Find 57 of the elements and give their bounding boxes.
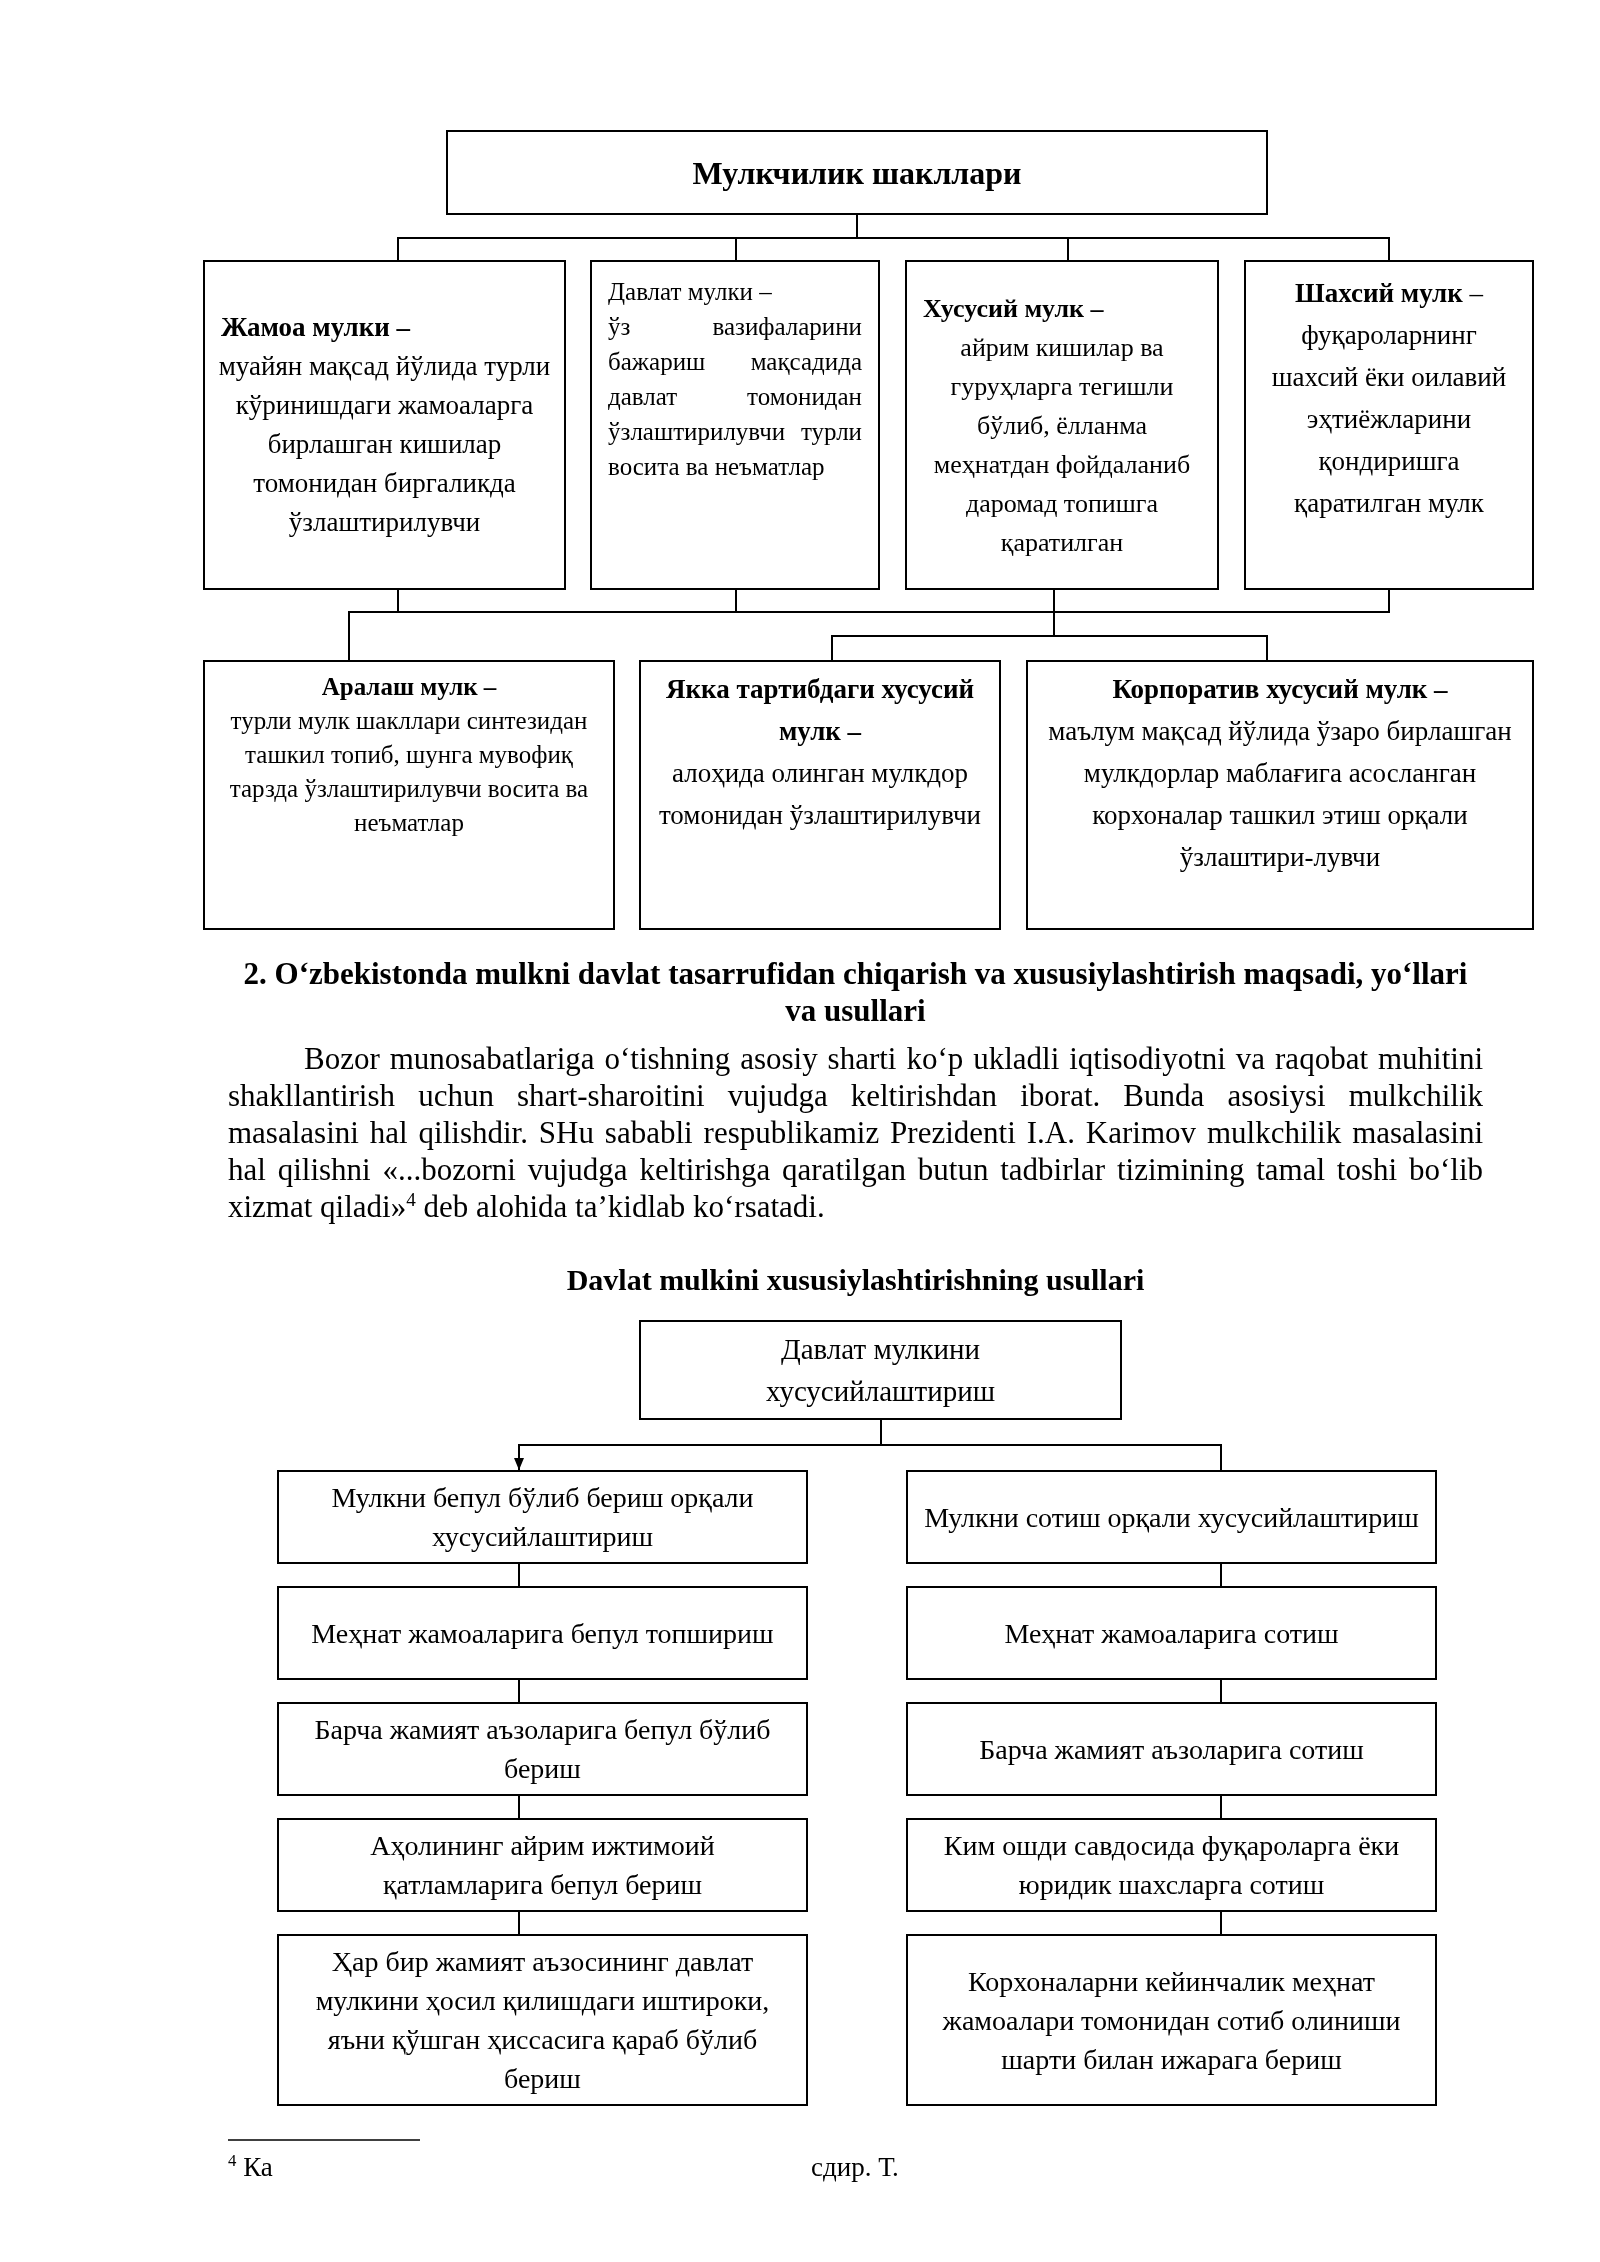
box-text: Ким ошди савдосида фуқароларга ёки юридик шахсларга сотиш [942, 1829, 1401, 1902]
definition-text: муайян мақсад йўлида турли кўринишдаги жамоаларга бирлашган кишилар томонидан биргаликда ўзлаштирилувчи [217, 350, 552, 539]
connector-line [1053, 589, 1268, 661]
section-heading: 2. O‘zbekistonda mulkni davlat tasarrufidan chiqarish va xususiylashtirish maqsadi, yo‘llari va usullari [242, 955, 1469, 1029]
definition-box [590, 260, 880, 590]
connector-line [1220, 1679, 1222, 1703]
box-text: Ҳар бир жамият аъзосининг давлат мулкини ҳосил қилишдаги иштироки, яъни қўшган ҳиссасига қараб бўлиб бериш [314, 1945, 771, 2096]
definition-box [203, 660, 615, 930]
method-box [906, 1934, 1437, 2106]
definition-box [639, 660, 1001, 930]
definition-text: алоҳида олинган мулкдор томонидан ўзлаштирилувчи [657, 757, 983, 832]
method-box [277, 1586, 808, 1680]
method-box [906, 1586, 1437, 1680]
box-text: Аҳолининг айрим ижтимоий қатламларига бепул бериш [369, 1829, 716, 1902]
method-box [277, 1934, 808, 2106]
definition-text: Шахсий мулк – фуқароларнинг шахсий ёки оилавий эҳтиёжларини қондиришга қаратилган мулк [1270, 277, 1508, 520]
box-text: Мулкни сотиш орқали хусусийлаштириш [923, 1500, 1420, 1535]
box-text: Барча жамият аъзоларига сотиш [978, 1732, 1365, 1767]
connector-line [1220, 1911, 1222, 1935]
diagram-heading: Davlat mulkini xususiylashtirishning usullari [565, 1262, 1146, 1298]
definition-box [905, 260, 1219, 590]
term-heading: Корпоратив хусусий мулк – [1111, 673, 1449, 706]
connector-line [1220, 1795, 1222, 1819]
term-heading: Хусусий мулк – [922, 292, 1105, 325]
box-text: Меҳнат жамоаларига бепул топшириш [310, 1616, 775, 1651]
definition-box [203, 260, 566, 590]
method-box [906, 1702, 1437, 1796]
box-text: Корхоналарни кейинчалик меҳнат жамоалари томонидан сотиб олиниши шарти билан ижарага бериш [941, 1964, 1402, 2077]
method-box [277, 1702, 808, 1796]
connector-line [518, 1679, 520, 1703]
definition-text: айрим кишилар ва гуруҳларга тегишли бўлиб, ёлланма меҳнатдан фойдаланиб даромад топишга қаратилган [932, 331, 1192, 559]
term-heading: Давлат мулки – [608, 277, 773, 307]
title-box [446, 130, 1268, 215]
footnote-text: сдир. Т. [811, 2151, 899, 2184]
term-heading: Жамоа мулки – [220, 311, 412, 344]
box-text: Мулкни бепул бўлиб бериш орқали хусусийлаштириш [330, 1481, 755, 1554]
term-heading: Аралаш мулк – [320, 672, 498, 702]
method-box [277, 1818, 808, 1912]
definition-text: маълум мақсад йўлида ўзаро бирлашган мулкдорлар маблағига асосланган корхоналар ташкил этиш орқали ўзлаштири-лувчи [1047, 715, 1513, 874]
title-text: Мулкчилик шакллари [691, 153, 1023, 193]
category-box [277, 1470, 808, 1564]
connector-line [518, 1563, 520, 1587]
definition-text: турли мулк шакллари синтезидан ташкил топиб, шунга мувофиқ тарзда ўзлаштирилувчи восита ва неъматлар [228, 706, 590, 838]
method-box [906, 1818, 1437, 1912]
box-text: Барча жамият аъзоларига бепул бўлиб бериш [313, 1713, 772, 1786]
definition-text: ўз вазифаларини бажариш мақсадида давлат томонидан ўзлаштирилувчи турли восита ва неъматлар [608, 312, 862, 482]
definition-box [1026, 660, 1534, 930]
connector-line [518, 1911, 520, 1935]
footnote-text: $^{4}$ Ка [228, 2150, 273, 2184]
connector-line [1220, 1563, 1222, 1587]
category-box [906, 1470, 1437, 1564]
root-box [639, 1320, 1122, 1420]
definition-box [1244, 260, 1534, 590]
body-paragraph: Bozor munosabatlariga o‘tishning asosiy sharti ko‘p ukladli iqtisodiyotni va raqobat muhitini shakllantirish uchun shart-sharoitini vujudga keltirishdan iborat. Bunda asosiysi mulkchilik masalasini hal qilishdir. SHu sababli respublikamiz Prezidenti I.A. Karimov mulkchilik masalasini hal qilishni «...bozorni vujudga keltirishga qaratilgan butun tadbirlar tizimining tamal toshi bo‘lib xizmat qiladi»$^{4}$ deb alohida ta’kidlab ko‘rsatadi. [228, 1040, 1483, 1225]
connector-line [518, 1795, 520, 1819]
box-text: Давлат мулкини хусусийлаштириш [765, 1332, 996, 1409]
box-text: Меҳнат жамоаларига сотиш [1003, 1616, 1340, 1651]
